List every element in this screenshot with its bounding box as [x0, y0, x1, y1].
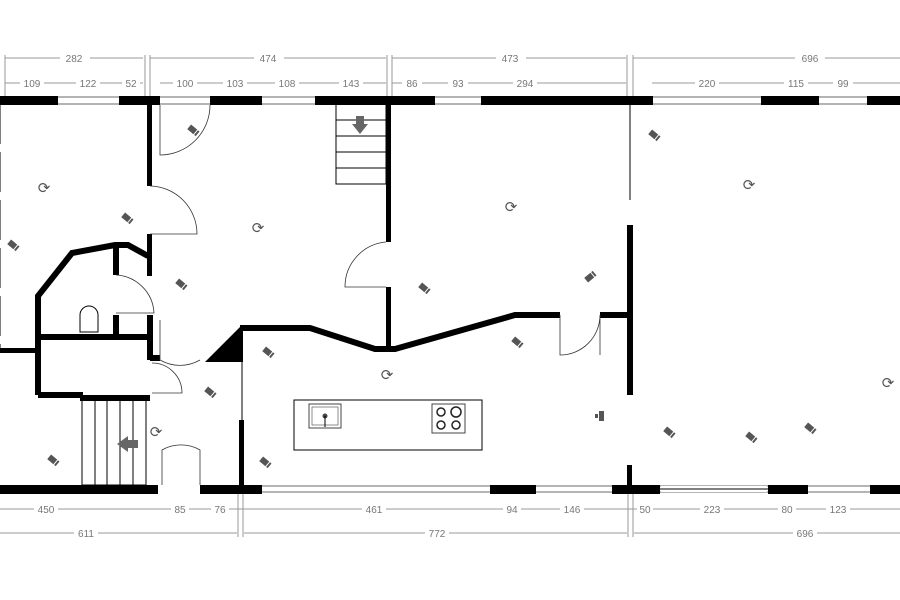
sensor-icon — [204, 386, 217, 399]
top-total-dimensions: 282 474 473 696 — [60, 51, 825, 65]
interior-walls — [0, 104, 633, 486]
dim-label: 696 — [802, 54, 819, 65]
dim-label: 294 — [517, 79, 534, 90]
rotate-icon: ⟳ — [381, 366, 394, 384]
dim-label: 473 — [502, 54, 519, 65]
exterior-wall-top — [0, 96, 900, 105]
dim-label: 115 — [788, 79, 804, 90]
dim-label: 76 — [214, 505, 226, 516]
dim-label: 220 — [699, 79, 716, 90]
bottom-dimension-lines — [0, 494, 900, 537]
rotate-icon: ⟳ — [38, 179, 51, 197]
dim-label: 282 — [66, 54, 83, 65]
sensor-icon — [663, 426, 676, 439]
dim-label: 223 — [704, 505, 721, 516]
sink-icon — [308, 403, 342, 429]
doors — [115, 104, 601, 485]
sensor-icon — [584, 270, 597, 283]
dim-label: 93 — [452, 79, 464, 90]
dim-label: 99 — [837, 79, 849, 90]
stairs-arrow-icon — [352, 116, 368, 134]
dim-label: 109 — [24, 79, 41, 90]
bottom-segment-dimensions: 450 85 76 461 94 146 50 223 80 123 — [34, 503, 850, 516]
dim-label: 611 — [78, 529, 94, 540]
dim-label: 122 — [80, 79, 97, 90]
dim-label: 696 — [797, 529, 814, 540]
dim-label: 123 — [830, 505, 847, 516]
dim-label: 108 — [279, 79, 296, 90]
sensor-icon — [511, 336, 524, 349]
rotate-icon: ⟳ — [505, 198, 518, 216]
dim-label: 146 — [564, 505, 581, 516]
rotate-icon: ⟳ — [252, 219, 265, 237]
rotate-icon: ⟳ — [150, 423, 163, 441]
dim-label: 94 — [506, 505, 518, 516]
stairs-arrow-icon — [117, 436, 138, 452]
dim-label: 143 — [343, 79, 360, 90]
sensor-icon — [595, 411, 604, 421]
stairs-upper — [335, 103, 387, 185]
sensors — [7, 124, 817, 469]
sensor-icon — [804, 422, 817, 435]
sensor-icon — [175, 278, 188, 291]
stairs-lower — [81, 399, 147, 486]
sensor-icon — [262, 346, 275, 359]
sensor-icon — [47, 454, 60, 467]
rotate-icon: ⟳ — [743, 176, 756, 194]
dim-label: 474 — [260, 54, 277, 65]
toilet-icon — [79, 305, 99, 333]
sensor-icon — [648, 129, 661, 142]
dim-label: 80 — [781, 505, 793, 516]
sensor-icon — [259, 456, 272, 469]
sensor-icon — [418, 282, 431, 295]
cooktop-icon — [431, 403, 466, 434]
exterior-wall-bottom — [0, 485, 900, 494]
sensor-icon — [121, 212, 134, 225]
dim-label: 100 — [177, 79, 194, 90]
rotate-icon: ⟳ — [882, 374, 895, 392]
dim-label: 772 — [429, 529, 446, 540]
sensor-icon — [7, 239, 20, 252]
sensor-icon — [745, 431, 758, 444]
top-segment-dimensions: 109 122 52 100 103 108 143 86 93 294 220… — [20, 77, 853, 90]
sensor-icon — [187, 124, 200, 137]
bottom-total-dimensions: 611 772 696 — [74, 527, 817, 540]
top-dimension-lines — [4, 55, 900, 100]
dim-label: 103 — [227, 79, 244, 90]
dim-label: 85 — [174, 505, 186, 516]
kitchen-island — [293, 399, 483, 451]
dim-label: 86 — [406, 79, 418, 90]
room-markers: ⟳ ⟳ ⟳ ⟳ ⟳ ⟳ ⟳ — [38, 176, 895, 441]
dim-label: 450 — [38, 505, 55, 516]
dim-label: 461 — [366, 505, 383, 516]
dim-label: 50 — [639, 505, 651, 516]
dim-label: 52 — [125, 79, 137, 90]
